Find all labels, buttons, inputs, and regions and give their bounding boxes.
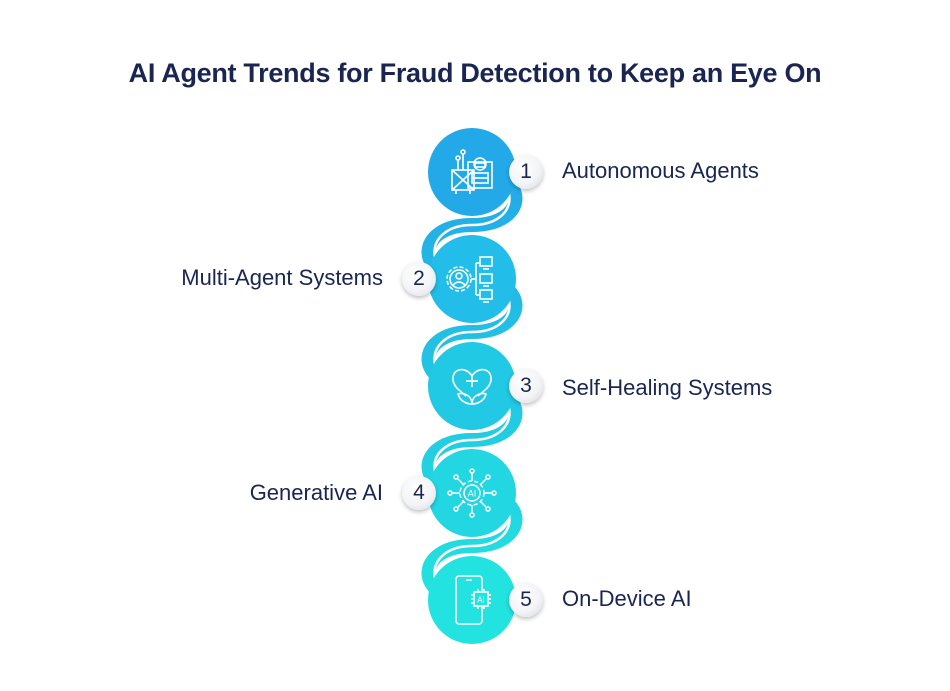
step-1-label: Autonomous Agents (562, 158, 759, 183)
svg-text:AI: AI (477, 596, 485, 605)
step-5-circle: AI (428, 556, 516, 644)
step-2-label: Multi-Agent Systems (181, 265, 383, 290)
step-3-number-badge: 3 (509, 369, 543, 403)
step-3-label: Self-Healing Systems (562, 375, 773, 400)
step-4-circle: AI (428, 449, 516, 537)
phone-ai-chip-icon: AI (455, 575, 491, 625)
svg-text:AI: AI (468, 489, 477, 499)
step-4-label: Generative AI (249, 480, 383, 505)
step-1-number-badge: 1 (509, 155, 543, 189)
step-5-label: On-Device AI (562, 586, 692, 611)
gear-network-icon (446, 256, 493, 303)
page-title: AI Agent Trends for Fraud Detection to K… (128, 58, 822, 88)
step-5-number-badge: 5 (509, 583, 543, 617)
step-2-circle (428, 235, 516, 323)
step-4-number-badge: 4 (402, 476, 436, 510)
robot-agent-icon (451, 149, 493, 194)
step-2-number-badge: 2 (402, 262, 436, 296)
heart-plus-leaves-icon (452, 368, 492, 405)
step-1-circle (428, 128, 516, 216)
step-3-circle (428, 342, 516, 430)
ai-network-icon: AI (447, 468, 497, 518)
